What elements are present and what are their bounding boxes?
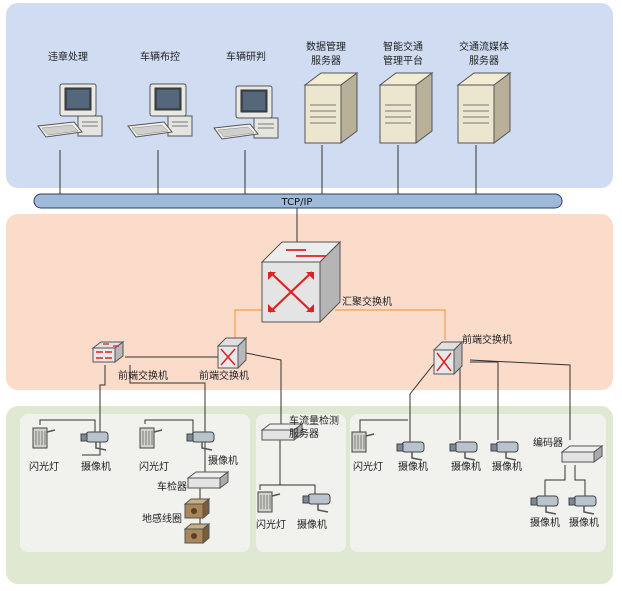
traffic-flow-server-label-line2: 服务器 <box>289 427 319 440</box>
flash-light-middle-label: 闪光灯 <box>256 518 286 531</box>
camera-right-1: 摄像机 <box>396 441 428 473</box>
vehicle-control-label: 车辆布控 <box>140 50 180 63</box>
flash-light-left-2-label: 闪光灯 <box>139 460 169 473</box>
tcp-ip-bus: TCP/IP <box>33 193 563 209</box>
traffic-flow-server-label-line1: 车流量检测 <box>289 414 339 427</box>
camera-middle: 摄像机 <box>297 493 331 531</box>
front-end-switch-3-label: 前端交换机 <box>462 333 512 346</box>
flash-light-middle: 闪光灯 <box>256 491 286 531</box>
front-end-switch-2-label: 前端交换机 <box>199 369 249 382</box>
camera-right-3-label: 摄像机 <box>492 460 522 473</box>
ground-induction-loop-label: 地感线圈 <box>142 512 182 525</box>
streaming-server-label-line2: 服务器 <box>469 54 499 67</box>
front-end-panel-middle <box>256 414 346 552</box>
front-end-switch-3: 前端交换机 <box>432 333 512 376</box>
top-drop-lines <box>59 145 477 255</box>
bus-label: TCP/IP <box>281 197 313 208</box>
streaming-server-label-line1: 交通流媒体 <box>459 40 509 53</box>
uplink-lines <box>234 309 446 340</box>
flash-light-right: 闪光灯 <box>351 431 383 473</box>
traffic-flow-detection-server: 车流量检测 服务器 <box>261 414 339 441</box>
its-management-platform-server: 智能交通 管理平台 <box>379 40 433 144</box>
aggregation-switch: 汇聚交换机 <box>260 240 392 324</box>
camera-middle-label: 摄像机 <box>297 518 327 531</box>
camera-left-2-label: 摄像机 <box>208 454 238 467</box>
encoder-label: 编码器 <box>533 436 563 449</box>
vehicle-detector-label: 车检器 <box>157 480 187 493</box>
front-end-lines <box>39 352 586 530</box>
flash-light-left-1-label: 闪光灯 <box>29 460 59 473</box>
front-end-switch-1: 前端交换机 <box>92 341 168 382</box>
flash-light-left-1: 闪光灯 <box>29 427 59 473</box>
violation-processing-label: 违章处理 <box>48 50 88 63</box>
vehicle-detector: 车检器 <box>157 471 229 493</box>
vehicle-control-computer: 车辆布控 <box>127 50 193 138</box>
violation-processing-computer: 违章处理 <box>37 50 103 138</box>
camera-right-3: 摄像机 <box>490 441 522 473</box>
front-end-panel-right <box>350 414 606 552</box>
vehicle-analysis-label: 车辆研判 <box>226 50 266 63</box>
camera-right-1-label: 摄像机 <box>398 460 428 473</box>
camera-right-2-label: 摄像机 <box>451 460 481 473</box>
camera-right-4: 摄像机 <box>530 495 560 529</box>
camera-right-4-label: 摄像机 <box>530 516 560 529</box>
its-platform-label-line1: 智能交通 <box>383 40 423 53</box>
camera-right-5-label: 摄像机 <box>569 516 599 529</box>
data-management-server-label-line2: 服务器 <box>311 54 341 67</box>
camera-right-2: 摄像机 <box>449 441 481 473</box>
camera-left-1-label: 摄像机 <box>81 460 111 473</box>
data-management-server-label-line1: 数据管理 <box>306 40 346 53</box>
flash-light-right-label: 闪光灯 <box>353 460 383 473</box>
front-end-switch-1-label: 前端交换机 <box>118 369 168 382</box>
camera-left-2: 摄像机 <box>186 431 238 467</box>
encoder: 编码器 <box>533 436 603 463</box>
flash-light-left-2: 闪光灯 <box>139 427 169 473</box>
camera-right-5: 摄像机 <box>568 495 599 529</box>
camera-left-1: 摄像机 <box>80 431 111 473</box>
data-management-server: 数据管理 服务器 <box>304 40 358 144</box>
front-end-switch-2: 前端交换机 <box>199 336 249 382</box>
ground-induction-loop: 地感线圈 <box>142 498 210 544</box>
aggregation-switch-label: 汇聚交换机 <box>342 295 392 308</box>
vehicle-analysis-computer: 车辆研判 <box>213 50 279 140</box>
traffic-streaming-media-server: 交通流媒体 服务器 <box>457 40 511 144</box>
its-platform-label-line2: 管理平台 <box>383 54 423 67</box>
